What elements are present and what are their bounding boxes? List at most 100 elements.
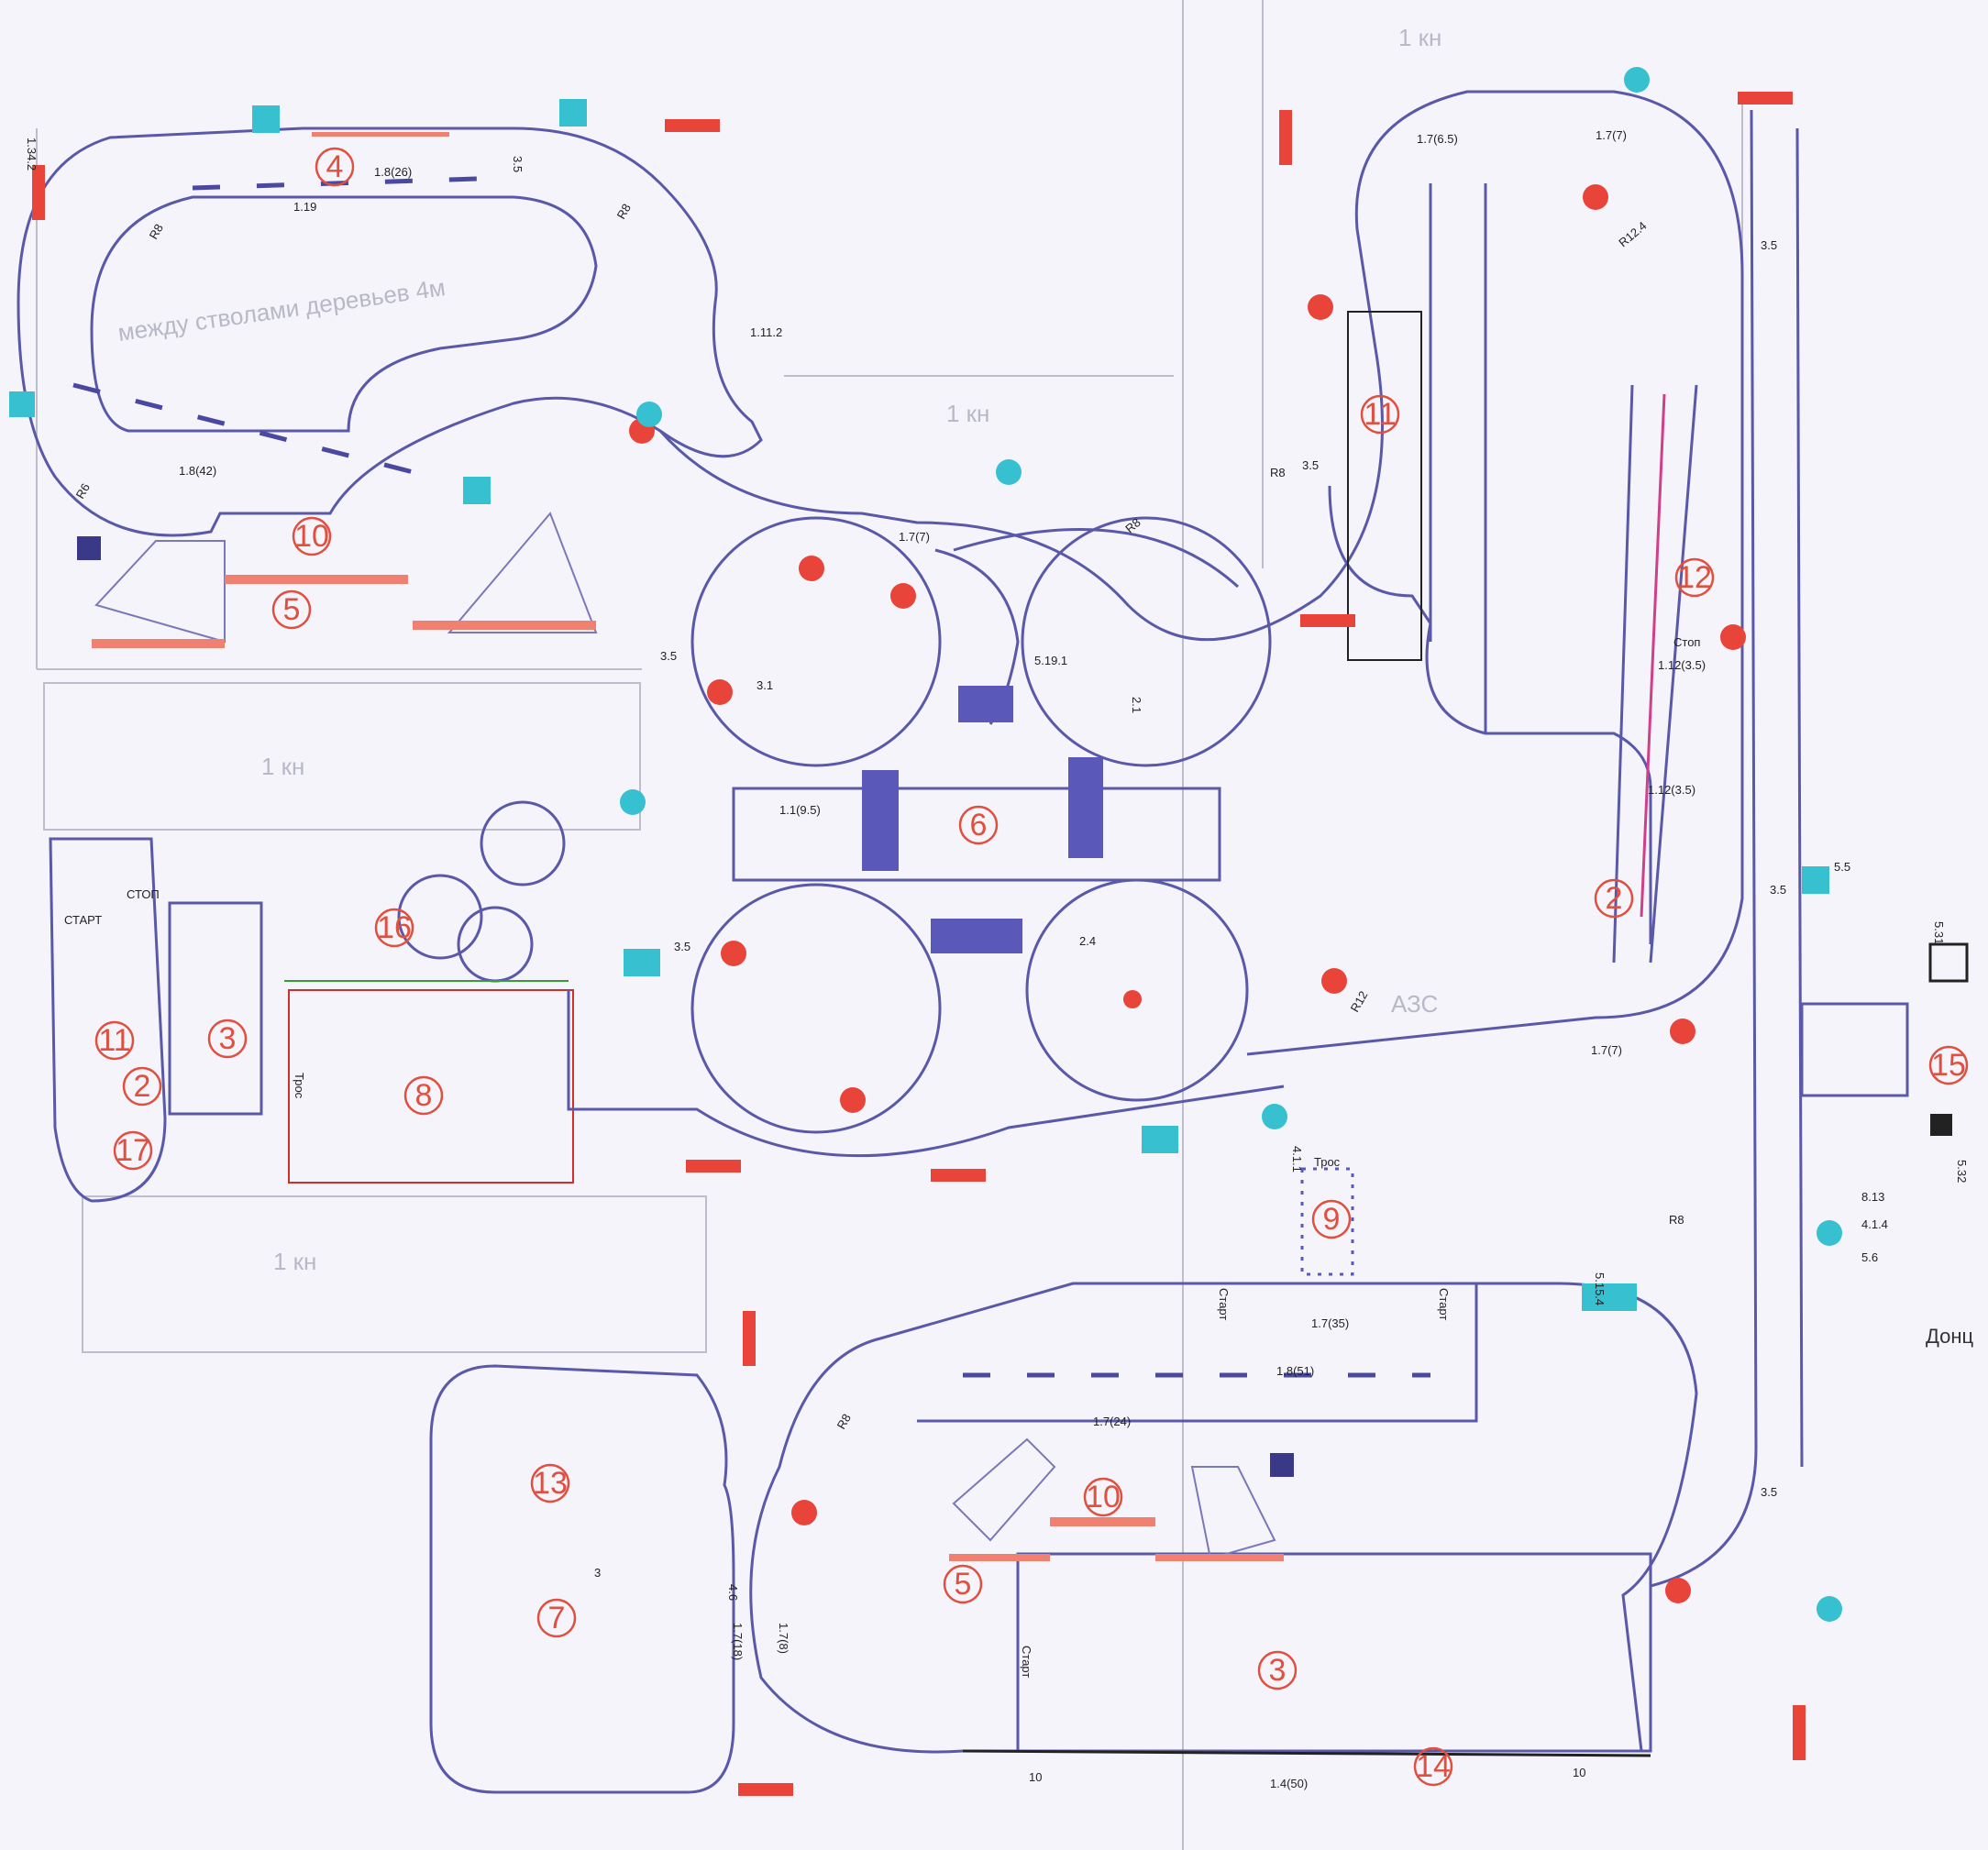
svg-text:1.7(18): 1.7(18) bbox=[731, 1623, 745, 1660]
svg-text:1.8(51): 1.8(51) bbox=[1276, 1364, 1314, 1378]
red-band-1 bbox=[92, 639, 225, 648]
zone-8-area bbox=[284, 980, 1354, 1276]
svg-text:8.13: 8.13 bbox=[1861, 1190, 1884, 1204]
donts-note: Донц bbox=[1926, 1325, 1974, 1348]
zone-6-label: 6 bbox=[970, 808, 988, 842]
central-intersection bbox=[690, 516, 1272, 1134]
zone-17-label: 17 bbox=[116, 1133, 150, 1168]
svg-text:R6: R6 bbox=[73, 481, 93, 501]
background-labels: между стволами деревьев 4м 1 кн 1 кн 1 к… bbox=[116, 24, 1974, 1348]
svg-text:4.1.4: 4.1.4 bbox=[1861, 1217, 1888, 1231]
svg-text:3.5: 3.5 bbox=[660, 649, 677, 663]
top-left-loop bbox=[17, 127, 763, 648]
signs bbox=[9, 67, 1969, 1796]
kn-top: 1 кн bbox=[1398, 24, 1441, 51]
svg-text:R8: R8 bbox=[834, 1412, 854, 1432]
svg-text:1.7(8): 1.7(8) bbox=[777, 1623, 790, 1654]
svg-text:R8: R8 bbox=[1669, 1213, 1684, 1227]
svg-text:1.12(3.5): 1.12(3.5) bbox=[1648, 783, 1695, 797]
zone-16-label: 16 bbox=[377, 910, 412, 945]
crosswalk-2 bbox=[862, 770, 899, 871]
svg-text:1.19: 1.19 bbox=[293, 200, 316, 214]
svg-text:Старт: Старт bbox=[1020, 1646, 1033, 1678]
svg-text:1.34.2: 1.34.2 bbox=[25, 138, 39, 171]
zone-5a-label: 5 bbox=[283, 592, 301, 627]
zone-4-label: 4 bbox=[326, 149, 344, 184]
left-training-area bbox=[49, 800, 566, 1203]
svg-text:1.4(50): 1.4(50) bbox=[1270, 1777, 1308, 1790]
zone-2a-label: 2 bbox=[1606, 881, 1623, 916]
svg-text:5.32: 5.32 bbox=[1955, 1160, 1969, 1183]
svg-text:СТАРТ: СТАРТ bbox=[64, 913, 102, 927]
red-band-4 bbox=[312, 132, 449, 137]
zone-markers[interactable]: 4 10 5 11 12 6 2 16 11 3 2 17 8 9 15 13 … bbox=[94, 147, 1969, 1787]
svg-text:1.7(24): 1.7(24) bbox=[1093, 1415, 1131, 1428]
svg-text:Трос: Трос bbox=[1314, 1155, 1341, 1169]
svg-text:1.7(6.5): 1.7(6.5) bbox=[1417, 132, 1458, 146]
svg-text:10: 10 bbox=[1573, 1766, 1585, 1779]
zone-13-label: 13 bbox=[533, 1466, 568, 1501]
zone-7-label: 7 bbox=[548, 1601, 566, 1635]
red-band-2 bbox=[225, 575, 408, 584]
svg-text:3.5: 3.5 bbox=[1302, 458, 1319, 472]
red-band-3 bbox=[413, 621, 596, 630]
svg-text:Старт: Старт bbox=[1217, 1288, 1231, 1320]
azs-label: АЗС bbox=[1391, 990, 1438, 1018]
svg-text:3.1: 3.1 bbox=[757, 678, 773, 692]
zone-9-label: 9 bbox=[1323, 1202, 1341, 1237]
svg-text:3.5: 3.5 bbox=[511, 156, 525, 172]
svg-text:5.19.1: 5.19.1 bbox=[1034, 654, 1067, 667]
svg-text:3.5: 3.5 bbox=[1770, 883, 1786, 897]
svg-text:R12: R12 bbox=[1348, 988, 1371, 1014]
zone-12-label: 12 bbox=[1677, 560, 1712, 595]
svg-text:3.5: 3.5 bbox=[674, 940, 690, 953]
marking-labels: 1.8(26) 1.19 1.8(42) 1.7(6.5) 1.7(7) 1.7… bbox=[25, 128, 1969, 1790]
svg-text:R12.4: R12.4 bbox=[1616, 219, 1649, 250]
svg-text:1.11.2: 1.11.2 bbox=[750, 325, 782, 339]
sign-1-34-2-icon bbox=[32, 165, 45, 220]
crosswalk-1 bbox=[958, 686, 1013, 722]
svg-text:1.12(3.5): 1.12(3.5) bbox=[1658, 658, 1706, 672]
kn-mid: 1 кн bbox=[946, 400, 989, 427]
svg-text:5.6: 5.6 bbox=[1861, 1250, 1878, 1264]
zone-3b-label: 3 bbox=[1269, 1653, 1287, 1688]
svg-text:10: 10 bbox=[1029, 1770, 1042, 1784]
svg-text:1.7(7): 1.7(7) bbox=[1591, 1043, 1622, 1057]
zone-5b-label: 5 bbox=[955, 1567, 972, 1602]
zone-11a-label: 11 bbox=[1364, 397, 1396, 432]
svg-text:4.6: 4.6 bbox=[726, 1584, 740, 1601]
svg-text:3: 3 bbox=[594, 1566, 601, 1580]
svg-text:R8: R8 bbox=[614, 202, 634, 222]
zone-14-label: 14 bbox=[1416, 1749, 1451, 1784]
svg-text:1.8(26): 1.8(26) bbox=[374, 165, 412, 179]
svg-text:3.5: 3.5 bbox=[1761, 1485, 1777, 1499]
svg-text:1.1(9.5): 1.1(9.5) bbox=[779, 803, 821, 817]
upper-serpentine bbox=[658, 90, 1744, 1056]
kn-left: 1 кн bbox=[261, 753, 304, 780]
sign-1-34-2-top-icon bbox=[665, 119, 720, 132]
right-road bbox=[1650, 109, 1909, 1588]
svg-text:R8: R8 bbox=[147, 222, 166, 242]
trees-note: между стволами деревьев 4м bbox=[116, 273, 447, 347]
svg-text:5.15.4: 5.15.4 bbox=[1593, 1272, 1607, 1305]
svg-text:3.5: 3.5 bbox=[1761, 238, 1777, 252]
crosswalk-3 bbox=[1068, 757, 1103, 858]
crosswalk-4 bbox=[931, 919, 1022, 953]
zone-2b-label: 2 bbox=[134, 1069, 151, 1104]
svg-text:1.7(7): 1.7(7) bbox=[1596, 128, 1627, 142]
svg-text:Стоп: Стоп bbox=[1673, 635, 1700, 649]
kn-bottom: 1 кн bbox=[273, 1248, 316, 1275]
svg-text:1.7(35): 1.7(35) bbox=[1311, 1316, 1349, 1330]
zone-15-label: 15 bbox=[1931, 1048, 1966, 1083]
lower-area bbox=[429, 1282, 1698, 1794]
zone-8-label: 8 bbox=[415, 1078, 433, 1113]
zone-3a-label: 3 bbox=[219, 1021, 237, 1056]
svg-text:1.8(42): 1.8(42) bbox=[179, 464, 216, 478]
svg-text:4.1.1: 4.1.1 bbox=[1290, 1146, 1304, 1173]
zone-11b-label: 11 bbox=[98, 1023, 130, 1058]
svg-text:СТОП: СТОП bbox=[127, 887, 160, 901]
zone-10b-label: 10 bbox=[1086, 1480, 1121, 1514]
svg-text:1.7(7): 1.7(7) bbox=[899, 530, 930, 544]
svg-text:R8: R8 bbox=[1270, 466, 1286, 479]
